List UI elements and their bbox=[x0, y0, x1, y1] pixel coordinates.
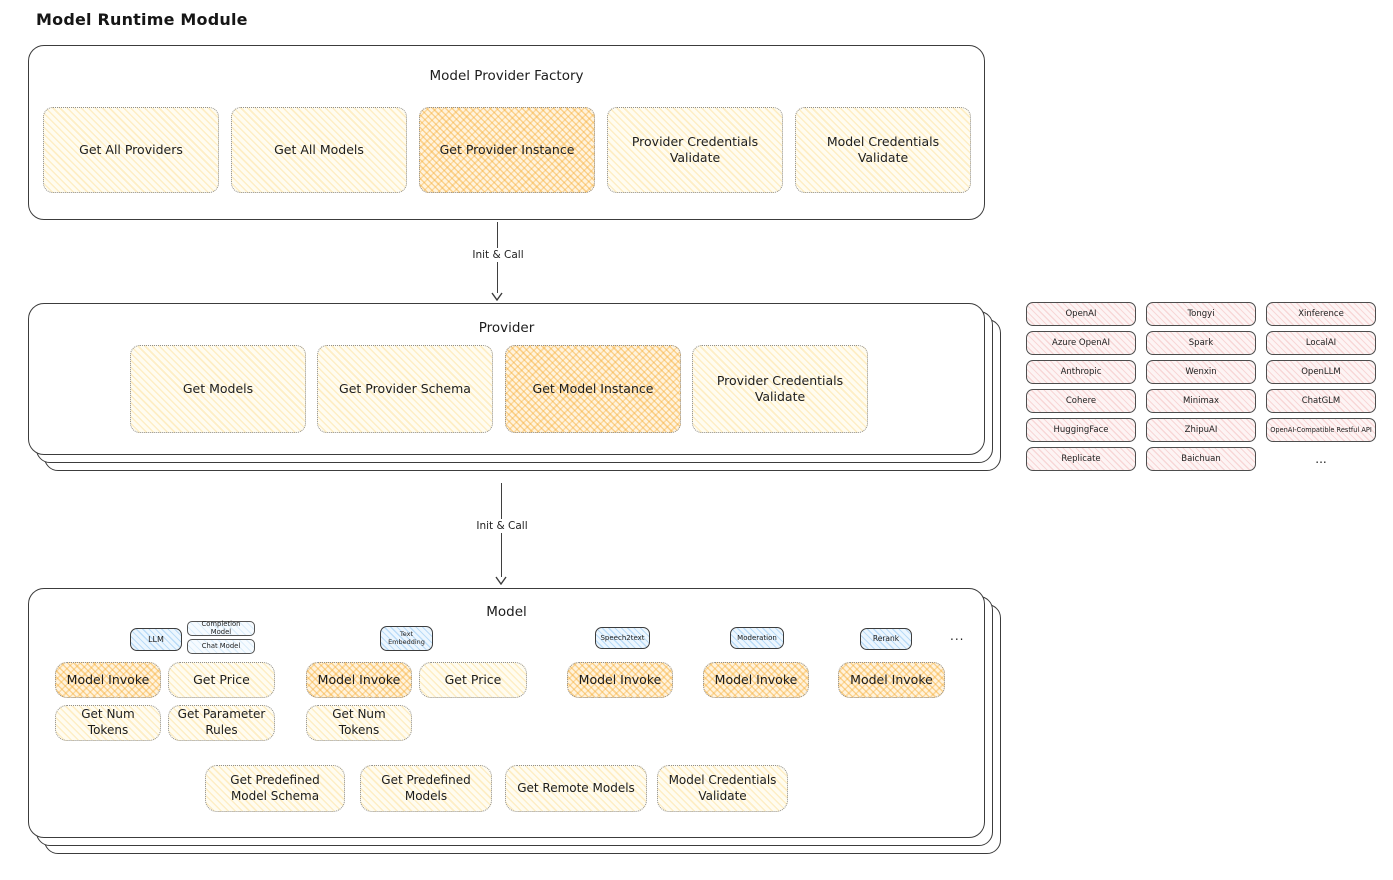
tab-chat-model: Chat Model bbox=[187, 639, 255, 654]
provider-chip-azure-openai: Azure OpenAI bbox=[1026, 331, 1136, 355]
node-model-credentials-validate-2: Model Credentials Validate bbox=[657, 765, 788, 812]
provider-title: Provider bbox=[478, 320, 535, 336]
tab-completion-model: Completion Model bbox=[187, 620, 255, 636]
node-get-remote-models: Get Remote Models bbox=[505, 765, 647, 812]
node-provider-credentials-validate-2: Provider Credentials Validate bbox=[692, 345, 868, 433]
node-get-models: Get Models bbox=[130, 345, 306, 433]
provider-chip-xinference: Xinference bbox=[1266, 302, 1376, 326]
node-get-all-providers: Get All Providers bbox=[43, 107, 219, 193]
node-rerank-model-invoke: Model Invoke bbox=[838, 662, 945, 698]
arrow-factory-to-provider: Init & Call bbox=[467, 222, 529, 301]
provider-chip-spark: Spark bbox=[1146, 331, 1256, 355]
tab-llm: LLM bbox=[130, 628, 182, 651]
provider-chip-replicate: Replicate bbox=[1026, 447, 1136, 471]
tab-moderation: Moderation bbox=[730, 627, 784, 649]
arrow-head-icon bbox=[491, 292, 503, 301]
page-title: Model Runtime Module bbox=[36, 10, 248, 29]
model-provider-factory-title: Model Provider Factory bbox=[429, 68, 584, 84]
node-model-credentials-validate: Model Credentials Validate bbox=[795, 107, 971, 193]
node-get-provider-instance: Get Provider Instance bbox=[419, 107, 595, 193]
arrow-init-call-label-2: Init & Call bbox=[471, 519, 533, 534]
node-llm-get-price: Get Price bbox=[168, 662, 275, 698]
node-moderation-model-invoke: Model Invoke bbox=[703, 662, 809, 698]
provider-chip-baichuan: Baichuan bbox=[1146, 447, 1256, 471]
provider-chip-chatglm: ChatGLM bbox=[1266, 389, 1376, 413]
arrow-head-icon bbox=[495, 576, 507, 585]
model-tabs-more: ... bbox=[950, 629, 965, 643]
tab-rerank: Rerank bbox=[860, 628, 912, 650]
node-embedding-model-invoke: Model Invoke bbox=[306, 662, 412, 698]
node-llm-model-invoke: Model Invoke bbox=[55, 662, 161, 698]
node-embedding-get-num-tokens: Get Num Tokens bbox=[306, 705, 412, 741]
tab-speech2text: Speech2text bbox=[595, 627, 650, 649]
provider-chip-huggingface: HuggingFace bbox=[1026, 418, 1136, 442]
node-get-predefined-model-schema: Get Predefined Model Schema bbox=[205, 765, 345, 812]
provider-chip-openllm: OpenLLM bbox=[1266, 360, 1376, 384]
provider-catalog-more: ... bbox=[1315, 452, 1327, 466]
node-provider-credentials-validate: Provider Credentials Validate bbox=[607, 107, 783, 193]
node-get-predefined-models: Get Predefined Models bbox=[360, 765, 492, 812]
node-get-all-models: Get All Models bbox=[231, 107, 407, 193]
node-llm-get-parameter-rules: Get Parameter Rules bbox=[168, 705, 275, 741]
provider-chip-cohere: Cohere bbox=[1026, 389, 1136, 413]
provider-chip-anthropic: Anthropic bbox=[1026, 360, 1136, 384]
arrow-provider-to-model: Init & Call bbox=[471, 483, 533, 585]
model-title: Model bbox=[486, 604, 527, 620]
provider-chip-minimax: Minimax bbox=[1146, 389, 1256, 413]
node-get-model-instance: Get Model Instance bbox=[505, 345, 681, 433]
provider-catalog-grid: OpenAI Tongyi Xinference Azure OpenAI Sp… bbox=[1026, 302, 1376, 471]
node-llm-get-num-tokens: Get Num Tokens bbox=[55, 705, 161, 741]
tab-text-embedding: Text Embedding bbox=[380, 626, 433, 651]
node-embedding-get-price: Get Price bbox=[419, 662, 527, 698]
provider-chip-openai-compatible: OpenAI-Compatible Restful API bbox=[1266, 418, 1376, 442]
provider-chip-tongyi: Tongyi bbox=[1146, 302, 1256, 326]
node-get-provider-schema: Get Provider Schema bbox=[317, 345, 493, 433]
arrow-init-call-label: Init & Call bbox=[467, 247, 529, 262]
provider-chip-openai: OpenAI bbox=[1026, 302, 1136, 326]
provider-chip-localai: LocalAI bbox=[1266, 331, 1376, 355]
provider-chip-wenxin: Wenxin bbox=[1146, 360, 1256, 384]
node-speech2text-model-invoke: Model Invoke bbox=[567, 662, 673, 698]
provider-chip-zhipuai: ZhipuAI bbox=[1146, 418, 1256, 442]
